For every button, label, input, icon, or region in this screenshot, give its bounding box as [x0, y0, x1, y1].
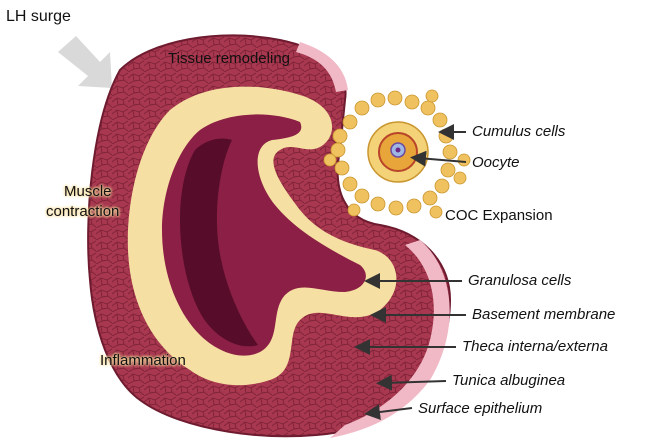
- cumulus-cells-label: Cumulus cells: [472, 123, 565, 141]
- basement-membrane-label: Basement membrane: [472, 306, 615, 324]
- muscle-contraction-label-line2: contraction: [46, 203, 119, 221]
- oocyte-label: Oocyte: [472, 154, 520, 172]
- oocyte: [368, 122, 428, 182]
- tissue-remodeling-label: Tissue remodeling: [168, 50, 290, 68]
- granulosa-cells-label: Granulosa cells: [468, 272, 571, 290]
- muscle-contraction-label-line1: Muscle: [64, 183, 112, 201]
- lh-surge-label: LH surge: [6, 8, 71, 26]
- theca-label: Theca interna/externa: [462, 338, 608, 356]
- inflammation-label: Inflammation: [100, 352, 186, 370]
- coc-expansion-label: COC Expansion: [445, 207, 553, 225]
- lh-surge-arrow: [58, 36, 112, 88]
- surface-epithelium-label: Surface epithelium: [418, 400, 542, 418]
- tunica-albuginea-label: Tunica albuginea: [452, 372, 565, 390]
